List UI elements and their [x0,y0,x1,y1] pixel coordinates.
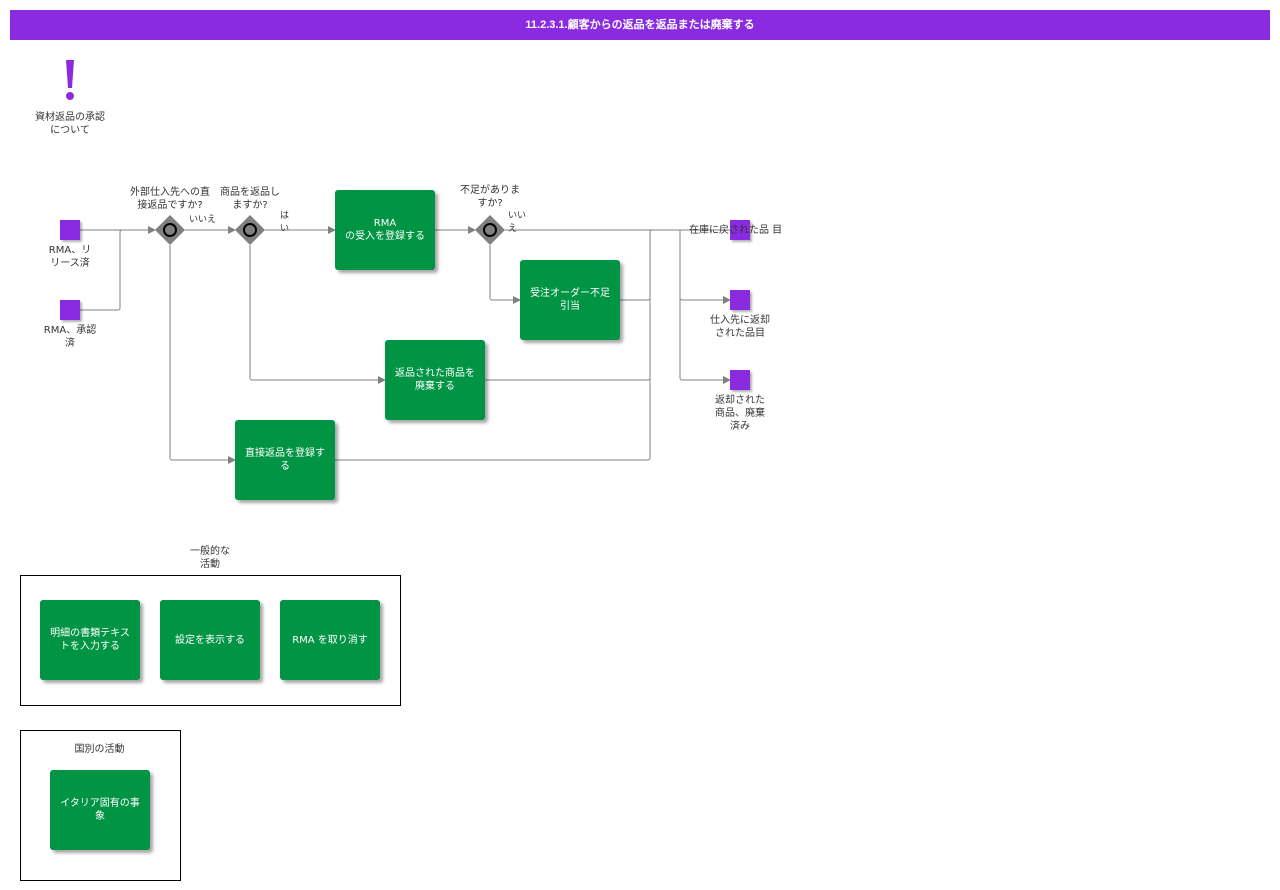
info-label: 資材返品の承認 について [35,112,105,136]
end-event-returned-scrapped[interactable] [730,370,750,390]
general-activities-group [20,575,401,706]
task-register-direct-return[interactable]: 直接返品を登録す る [235,420,335,500]
flow-label-yes: は い [280,211,290,234]
end-event-returned-to-stock[interactable] [730,220,750,240]
gateway-return-goods[interactable] [235,215,265,245]
general-activities-title: 一般的な 活動 [190,546,230,570]
diagram-title: 11.2.3.1.顧客からの返品を返品または廃棄する [10,10,1270,40]
start-event-rma-released[interactable] [60,220,80,240]
gateway-question: 不足がありま すか? [460,185,520,209]
country-activities-title: 国別の活動 [74,744,125,755]
end-event-returned-to-vendor[interactable] [730,290,750,310]
gateway-shortage[interactable] [475,215,505,245]
end-event-label: 仕入先に返却 された品目 [710,315,770,339]
task-italy-specific-event[interactable]: イタリア固有の事 象 [50,770,150,850]
task-display-settings[interactable]: 設定を表示する [160,600,260,680]
task-scrap-returned-goods[interactable]: 返品された商品を 廃棄する [385,340,485,420]
flow-label-no: いい え [508,211,527,234]
end-event-label: 在庫に戻された品 目 [689,225,783,236]
country-activities-group [20,730,181,881]
end-event-label: 返却された 商品、廃棄 済み [715,395,765,432]
gateway-question: 商品を返品し ますか? [220,187,280,211]
start-event-label: RMA、承認 済 [43,325,97,349]
gateway-direct-return[interactable] [155,215,185,245]
flow-label-no: いいえ [189,215,217,225]
task-register-rma-receipt[interactable]: RMA の受入を登録する [335,190,435,270]
exclamation-icon [66,60,74,100]
task-cancel-rma[interactable]: RMA を取り消す [280,600,380,680]
gateway-question: 外部仕入先への直 接返品ですか? [130,187,210,211]
task-allocate-shortage[interactable]: 受注オーダー不足 引当 [520,260,620,340]
start-event-rma-approved[interactable] [60,300,80,320]
start-event-label: RMA、リ リース済 [48,245,92,269]
task-enter-document-text[interactable]: 明細の書類テキス トを入力する [40,600,140,680]
